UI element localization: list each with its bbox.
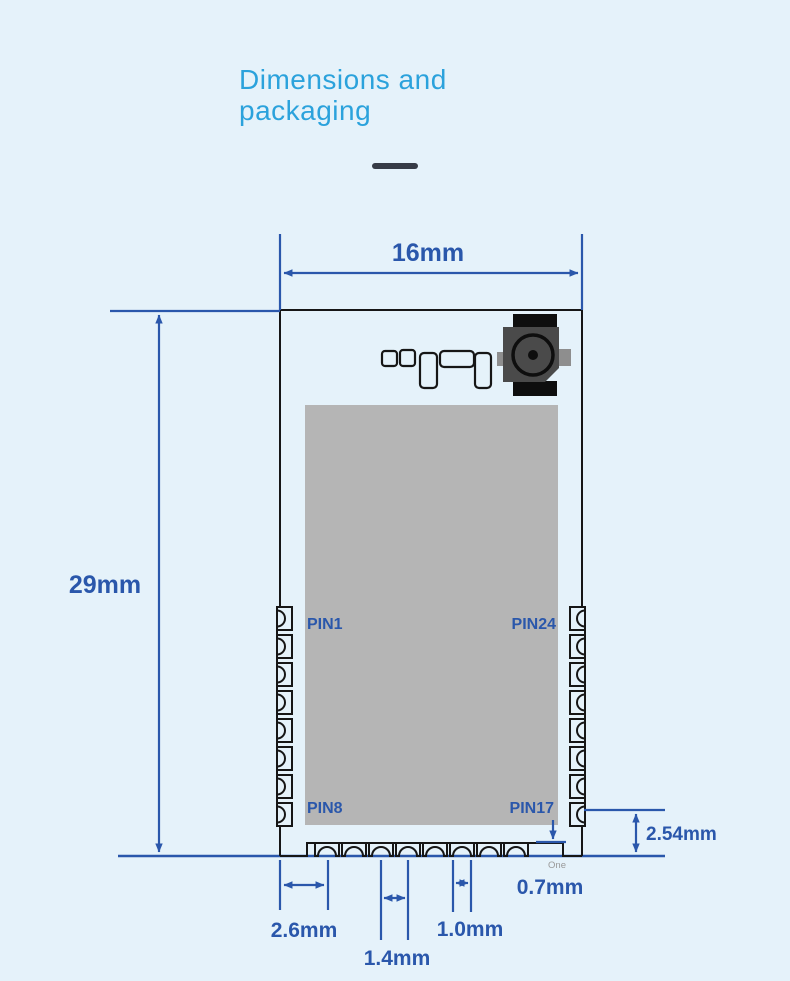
stub-dim-label: 0.7mm (517, 876, 584, 899)
smd-resistor (438, 349, 476, 369)
pitch-dim-label: 2.54mm (646, 824, 717, 845)
shield-can (305, 405, 558, 825)
bpitch-dim-label: 1.4mm (364, 947, 431, 970)
bottom-castellations (314, 842, 529, 857)
title-underline (372, 163, 418, 169)
page-title-line1: Dimensions and (239, 64, 447, 95)
pin-labels: PIN1 PIN24 PIN8 PIN17 (307, 616, 556, 817)
connector-right-tab (558, 349, 571, 366)
width-dim-label: 16mm (392, 239, 464, 267)
pin24-label: PIN24 (512, 616, 557, 633)
antenna-connector (497, 314, 571, 396)
padw-dim-label: 1.0mm (437, 918, 504, 941)
stub-note-label: One (548, 860, 566, 871)
dimension-lines (110, 234, 665, 940)
pin8-label: PIN8 (307, 800, 343, 817)
smd-capacitor-1 (380, 349, 399, 368)
smd-components (380, 348, 493, 390)
smd-inductor-1 (418, 351, 439, 390)
module-outline (276, 309, 586, 857)
pin17-label: PIN17 (510, 800, 555, 817)
connector-top-pad (513, 314, 557, 328)
module-bottom-edge (280, 842, 582, 857)
smd-inductor-2 (473, 351, 493, 390)
dimension-labels: 16mm 29mm 2.54mm One 0.7mm 2.6mm 1.4mm 1… (69, 239, 717, 970)
pin1-label: PIN1 (307, 616, 343, 633)
right-castellations (569, 606, 586, 827)
height-dim-label: 29mm (69, 571, 141, 599)
page-title-line2: packaging (239, 95, 372, 126)
left-castellations (276, 606, 293, 827)
smd-capacitor-2 (398, 348, 417, 368)
connector-bottom-pad (513, 381, 557, 396)
connector-left-tab (497, 352, 505, 366)
page-title: Dimensions and packaging (239, 64, 447, 126)
connector-center-pin (528, 350, 538, 360)
edgepad-dim-label: 2.6mm (271, 919, 338, 942)
